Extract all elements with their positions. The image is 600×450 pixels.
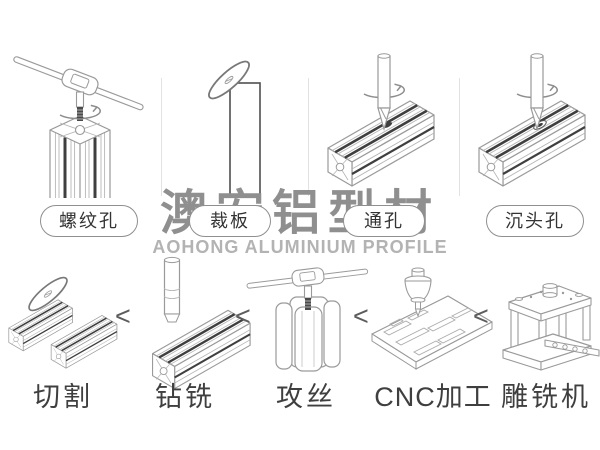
die-press-icon <box>502 283 600 371</box>
tap-tool-icon <box>245 261 369 310</box>
drill-milling-illustration <box>126 250 254 390</box>
process-label-drill-milling: 钻铣 <box>155 382 215 412</box>
threaded-hole-illustration <box>10 8 158 202</box>
cnc-spindle-icon <box>404 267 432 318</box>
divider <box>308 78 309 196</box>
profile-column-icon <box>275 296 341 372</box>
less-than-separator: < <box>353 301 369 331</box>
cnc-machining-illustration <box>366 266 498 378</box>
process-label-cutting: 切割 <box>33 382 93 412</box>
label-pill-through-hole: 通孔 <box>343 205 425 237</box>
tap-tool-icon <box>10 47 148 121</box>
pill-text: 裁板 <box>210 211 250 231</box>
process-label-cnc-machining: CNC加工 <box>374 382 492 412</box>
label-pill-countersunk-hole: 沉头孔 <box>486 205 584 237</box>
panel-cutting-illustration <box>152 8 302 200</box>
less-than-separator: < <box>115 301 131 331</box>
diagonal-profile-icon <box>477 99 587 188</box>
watermark-english: AOHONG ALUMINIUM PROFILE <box>152 237 448 257</box>
process-label-tapping: 攻丝 <box>276 382 336 412</box>
label-pill-panel-cutting: 裁板 <box>189 205 271 237</box>
pill-text: 沉头孔 <box>505 211 565 231</box>
tapping-illustration <box>245 253 369 383</box>
divider <box>459 78 460 196</box>
less-than-separator: < <box>473 301 489 331</box>
end-mill-icon <box>163 256 181 323</box>
pill-text: 螺纹孔 <box>59 211 119 231</box>
machined-plate-icon <box>371 295 493 370</box>
countersunk-hole-illustration <box>455 8 600 202</box>
plate-icon <box>229 82 261 198</box>
through-hole-illustration <box>302 8 452 202</box>
vertical-profile-icon <box>49 115 111 198</box>
less-than-separator: < <box>235 301 251 331</box>
label-pill-threaded-hole: 螺纹孔 <box>40 205 138 237</box>
divider <box>161 78 162 196</box>
pill-text: 通孔 <box>364 211 404 231</box>
engraving-milling-machine-illustration <box>495 266 600 378</box>
process-label-engraving-machine: 雕铣机 <box>501 382 591 412</box>
profile-cutting-illustration <box>6 256 126 382</box>
